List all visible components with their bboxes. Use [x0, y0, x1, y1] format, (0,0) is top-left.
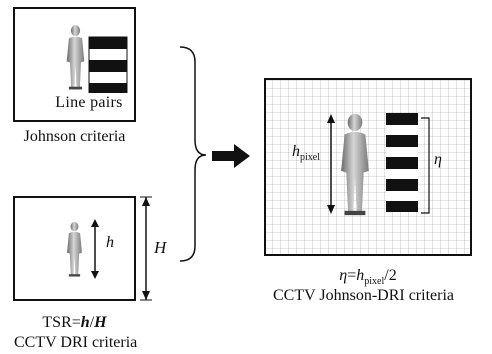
eta-tail: /2 — [384, 267, 397, 284]
tsr-numerator: h — [80, 314, 90, 331]
H-label: H — [154, 238, 167, 257]
tsr-prefix: TSR= — [42, 314, 81, 331]
line-pairs-label: Line pairs — [44, 93, 134, 113]
h-dimension-arrow — [91, 219, 99, 279]
eta-label: η — [434, 151, 442, 168]
top-left-panel — [13, 7, 136, 122]
right-panel — [264, 78, 472, 256]
brace-icon — [179, 46, 207, 262]
arrow-right-icon — [212, 144, 250, 168]
hpixel-label: hpixel — [292, 143, 320, 167]
h-label: h — [106, 234, 114, 251]
eta-formula: η=hpixel/2 — [265, 266, 471, 291]
hpixel-sub: pixel — [300, 152, 320, 164]
cctv-dri-caption: CCTV DRI criteria — [14, 334, 138, 351]
johnson-criteria-caption: Johnson criteria — [23, 128, 126, 145]
bar-target-icon — [88, 36, 128, 96]
tsr-denominator: H — [94, 314, 107, 331]
eta-lhs: η — [339, 267, 348, 284]
cctv-johnson-dri-caption: CCTV Johnson-DRI criteria — [272, 287, 454, 304]
hpixel-base: h — [292, 143, 300, 160]
right-panel-frame — [264, 78, 472, 256]
eta-eq: = — [347, 267, 357, 284]
H-dimension-arrow — [140, 196, 152, 301]
eta-sub: pixel — [364, 276, 385, 288]
eta-h: h — [356, 267, 365, 284]
hpixel-dimension-arrow — [327, 114, 335, 214]
eta-bracket — [421, 117, 430, 214]
bar-target-icon — [386, 113, 418, 212]
tsr-formula: TSR=h/H — [14, 313, 135, 332]
tsr-slash: / — [89, 314, 95, 331]
bottom-left-panel — [13, 196, 152, 301]
